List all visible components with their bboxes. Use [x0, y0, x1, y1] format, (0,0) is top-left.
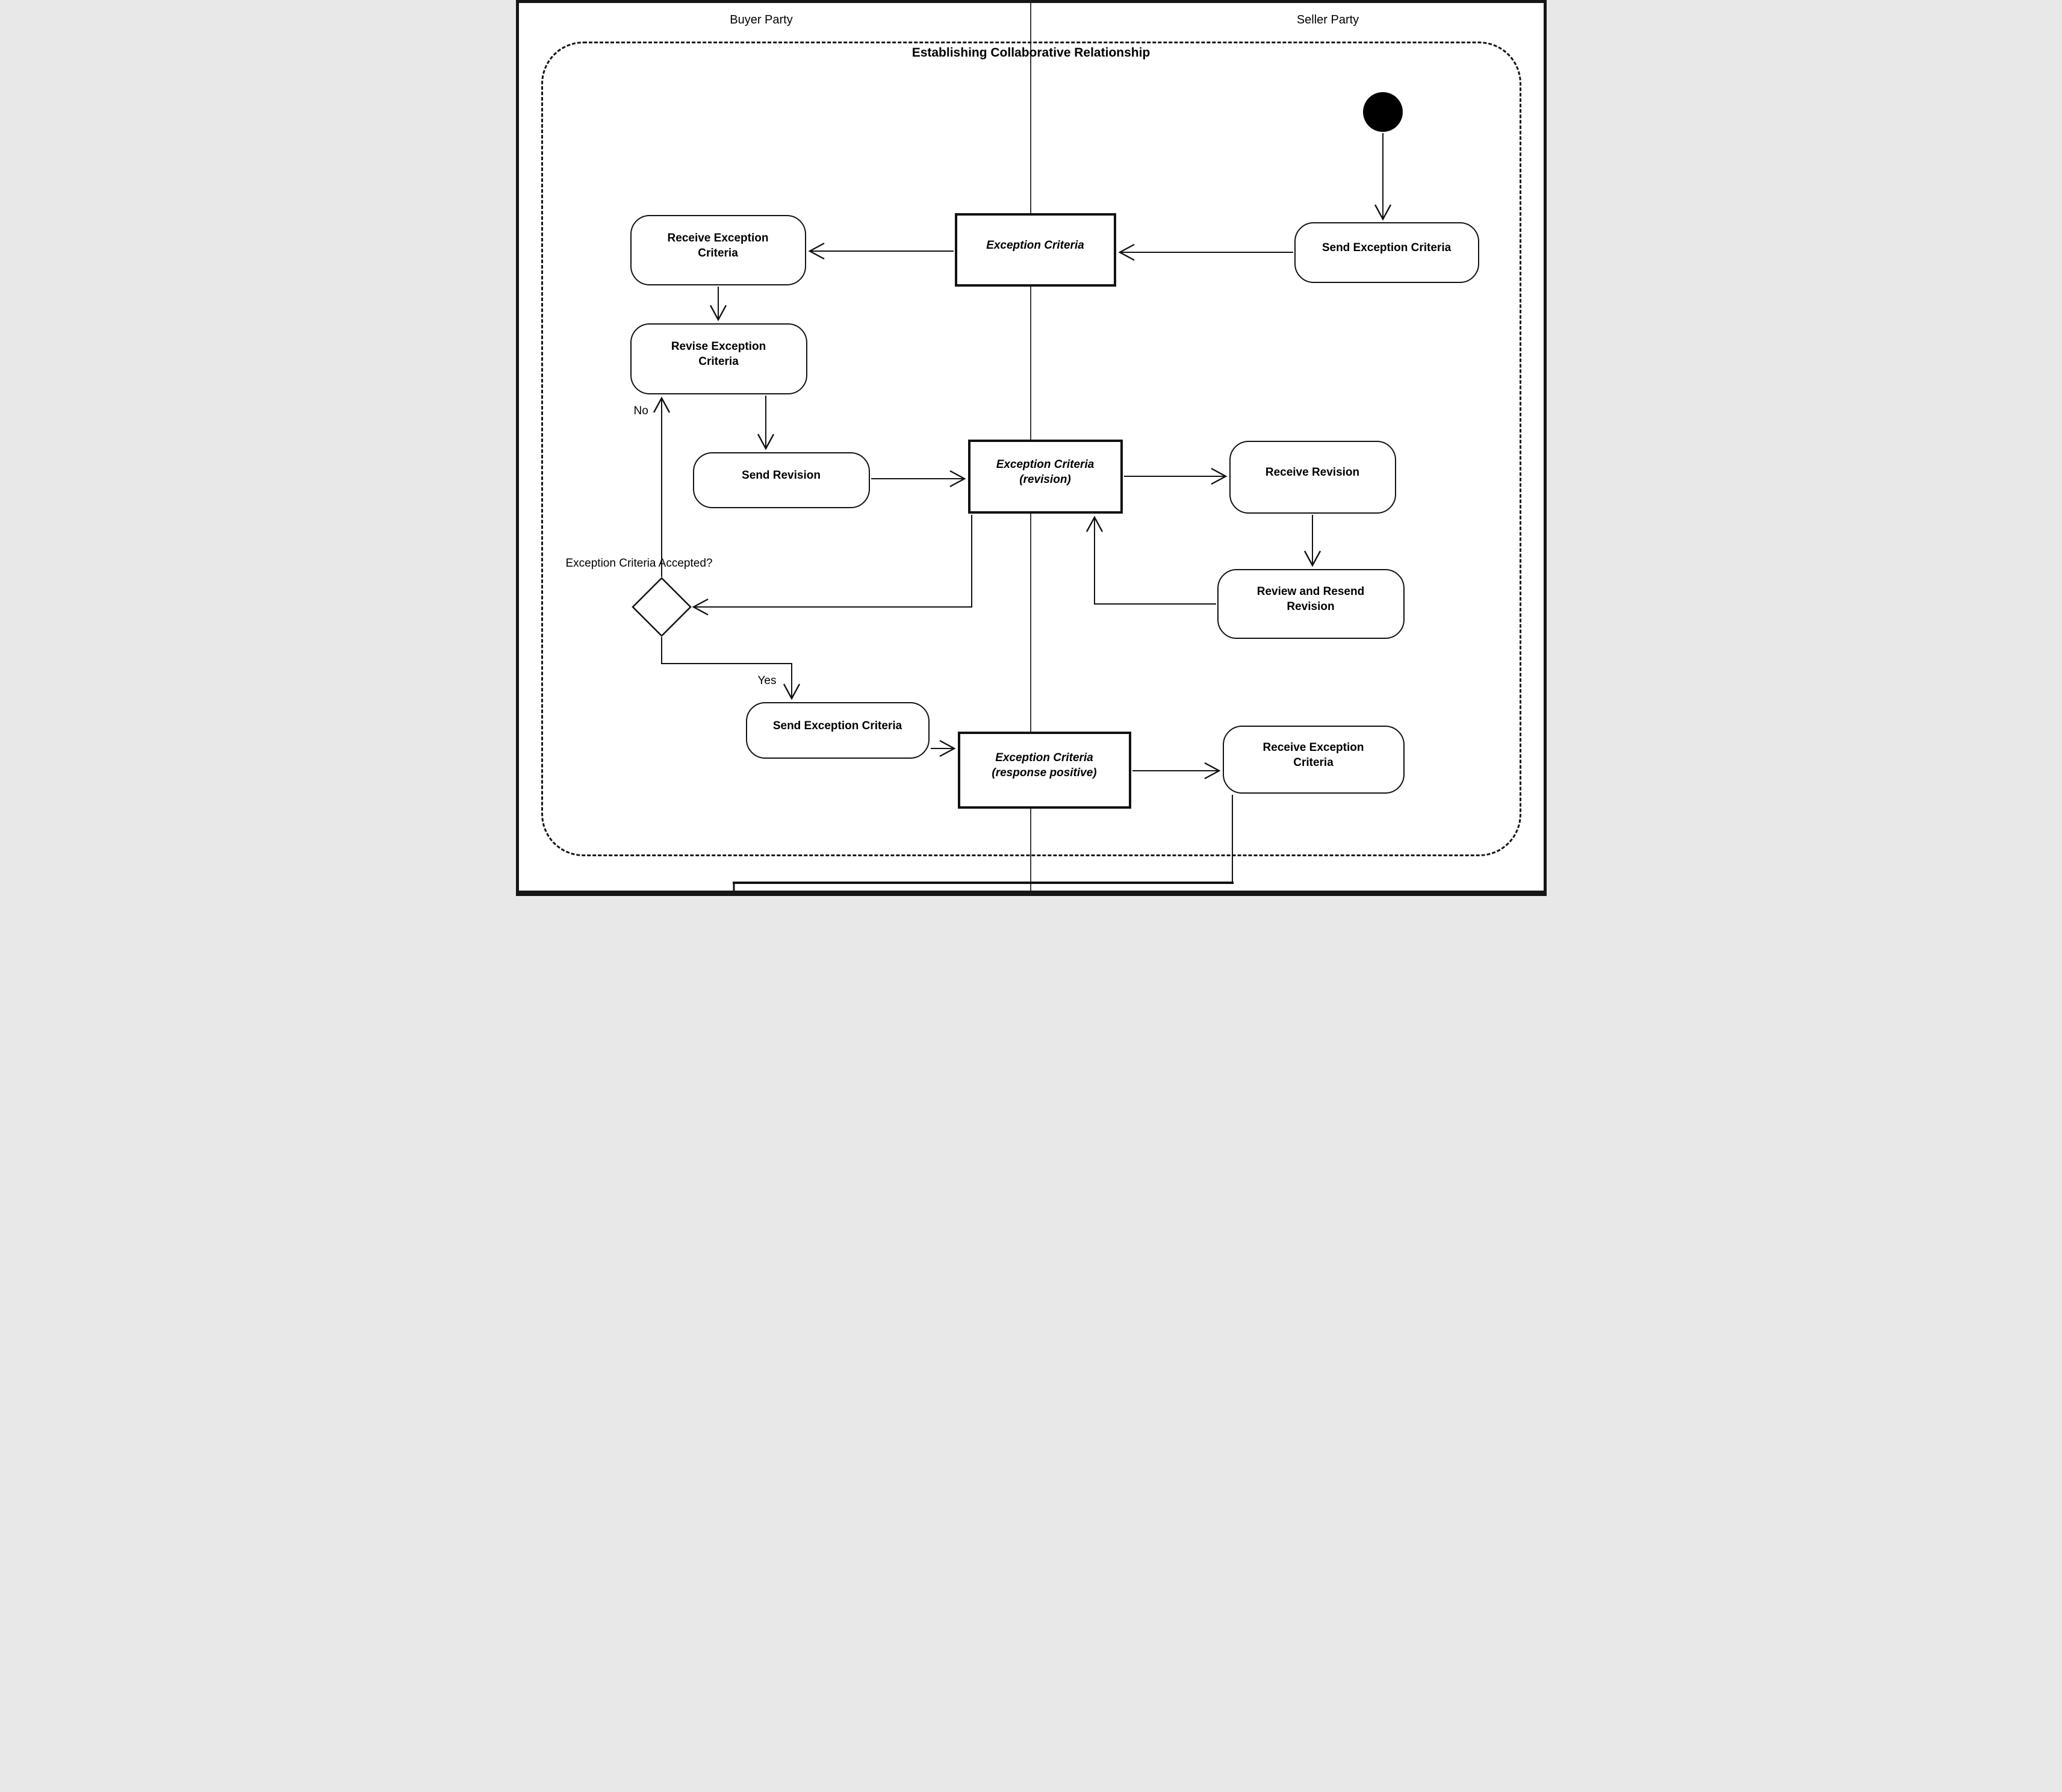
- lane-label-seller: Seller Party: [1296, 13, 1359, 26]
- object-label: Exception Criteria (revision): [996, 458, 1095, 486]
- initial-node: [1362, 92, 1403, 132]
- action-review-and-resend-revision: Review and Resend Revision: [1217, 569, 1405, 639]
- no-guard-label: No: [633, 405, 648, 417]
- object-exception-criteria-response-positive: Exception Criteria (response positive): [957, 732, 1131, 809]
- uml-activity-diagram: Buyer Party Seller Party Establishing Co…: [515, 0, 1547, 896]
- action-send-exception-criteria-top: Send Exception Criteria: [1294, 222, 1479, 283]
- action-label: Receive Revision: [1265, 466, 1360, 479]
- object-exception-criteria-revision: Exception Criteria (revision): [967, 440, 1123, 514]
- action-label: Send Exception Criteria: [772, 719, 902, 732]
- object-label: Exception Criteria (response positive): [992, 751, 1097, 779]
- action-send-revision: Send Revision: [692, 452, 870, 508]
- action-label: Send Revision: [742, 469, 821, 482]
- object-label: Exception Criteria: [986, 238, 1084, 252]
- activity-region-border: [541, 42, 1521, 856]
- action-revise-exception-criteria: Revise Exception Criteria: [630, 323, 807, 394]
- action-receive-revision: Receive Revision: [1229, 441, 1396, 514]
- action-receive-exception-criteria-top: Receive Exception Criteria: [630, 215, 806, 285]
- object-exception-criteria: Exception Criteria: [954, 213, 1116, 287]
- decision-question-label: Exception Criteria Accepted?: [565, 557, 713, 570]
- action-label: Receive Exception Criteria: [1262, 741, 1364, 769]
- activity-title: Establishing Collaborative Relationship: [911, 46, 1151, 60]
- yes-guard-label: Yes: [757, 674, 777, 687]
- action-label: Revise Exception Criteria: [671, 340, 766, 368]
- lane-label-buyer: Buyer Party: [730, 13, 793, 26]
- action-label: Send Exception Criteria: [1321, 241, 1452, 255]
- action-label: Review and Resend Revision: [1256, 585, 1365, 613]
- action-label: Receive Exception Criteria: [667, 231, 769, 260]
- action-send-exception-criteria-bottom: Send Exception Criteria: [745, 702, 930, 759]
- action-receive-exception-criteria-bottom: Receive Exception Criteria: [1222, 726, 1405, 794]
